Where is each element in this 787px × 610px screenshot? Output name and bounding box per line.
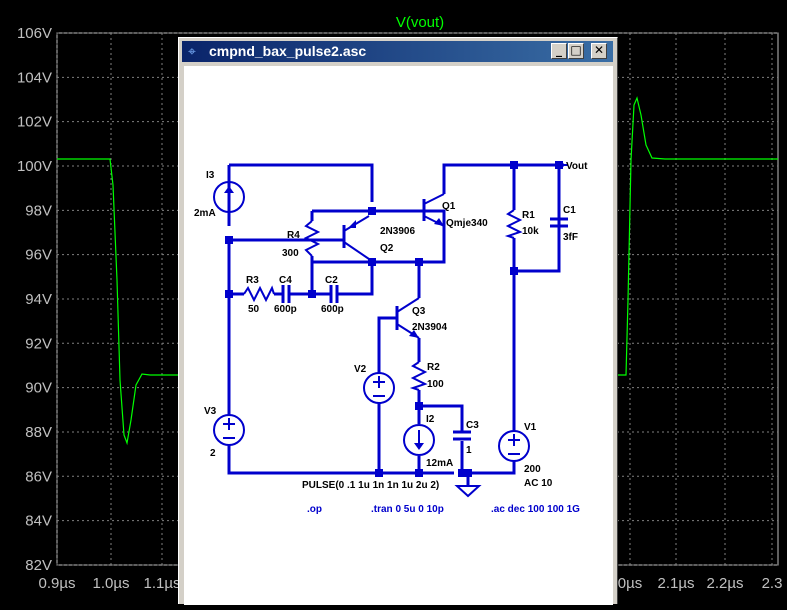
v1-name: V1 [524, 422, 537, 433]
c3-name: C3 [466, 420, 479, 431]
op-directive[interactable]: .op [307, 504, 322, 515]
r4-name: R4 [287, 230, 300, 241]
vout-net-flag[interactable]: Vout [555, 161, 588, 172]
tran-directive[interactable]: .tran 0 5u 0 10p [371, 504, 444, 515]
transistor-q2[interactable] [304, 215, 370, 260]
y-tick-label: 100V [17, 158, 52, 175]
i3-name: I3 [206, 170, 215, 181]
y-tick-label: 92V [25, 335, 52, 352]
r1-value: 10k [522, 226, 539, 237]
schematic-app-icon: ⌖ [188, 43, 196, 59]
vout-label: Vout [566, 161, 588, 172]
c2-name: C2 [325, 275, 338, 286]
v1-value: 200 [524, 464, 541, 475]
current-source-i2[interactable] [403, 424, 435, 456]
vout-trace-left [57, 158, 178, 446]
voltage-source-v2[interactable] [363, 372, 395, 404]
q3-model: 2N3904 [412, 322, 447, 333]
y-tick-label: 84V [25, 513, 52, 530]
y-tick-label: 82V [25, 557, 52, 574]
x-tick-label: 1.1µs [144, 575, 181, 592]
vout-trace-right [618, 96, 778, 376]
y-axis-ticks: 106V 104V 102V 100V 98V 96V 94V 92V 90V 88V 86V 84V… [17, 25, 52, 574]
v3-value: 2 [210, 448, 216, 459]
capacitor-c1[interactable] [550, 178, 568, 271]
resistor-r2[interactable] [409, 361, 428, 391]
x-tick-label: 0.9µs [39, 575, 76, 592]
plot-title: V(vout) [396, 14, 444, 31]
v2-name: V2 [354, 364, 367, 375]
r3-name: R3 [246, 275, 259, 286]
schematic-drawing[interactable]: I3 2mA R4 300 2N3906 Q2 [184, 66, 613, 605]
x-tick-label: 2.3 [762, 575, 783, 592]
y-tick-label: 96V [25, 247, 52, 264]
resistor-r3[interactable] [243, 285, 275, 303]
y-tick-label: 88V [25, 424, 52, 441]
x-tick-label: 2.2µs [707, 575, 744, 592]
r2-name: R2 [427, 362, 440, 373]
r2-value: 100 [427, 379, 444, 390]
r1-name: R1 [522, 210, 535, 221]
y-tick-label: 106V [17, 25, 52, 42]
schematic-canvas[interactable]: I3 2mA R4 300 2N3906 Q2 [184, 66, 613, 605]
c4-name: C4 [279, 275, 292, 286]
resistor-r1[interactable] [504, 209, 523, 239]
i3-value: 2mA [194, 208, 216, 219]
schematic-window[interactable]: ⌖ cmpnd_bax_pulse2.asc _ □ ✕ [178, 37, 618, 605]
v1-ac-value: AC 10 [524, 478, 553, 489]
r3-value: 50 [248, 304, 260, 315]
y-tick-label: 90V [25, 380, 52, 397]
voltage-source-v3[interactable] [213, 414, 245, 446]
q2-model: 2N3906 [380, 226, 415, 237]
y-tick-label: 86V [25, 468, 52, 485]
c1-value: 3fF [563, 232, 578, 243]
y-tick-label: 102V [17, 114, 52, 131]
x-tick-label: 1.0µs [93, 575, 130, 592]
transistor-q1[interactable] [372, 193, 445, 231]
window-title: cmpnd_bax_pulse2.asc [209, 43, 367, 59]
x-tick-label: 0µs [618, 575, 643, 592]
q1-name: Q1 [442, 201, 456, 212]
q1-model: Qmje340 [446, 218, 488, 229]
ground-symbol [454, 473, 482, 498]
capacitor-c2[interactable] [329, 285, 339, 303]
c1-name: C1 [563, 205, 576, 216]
transistor-q3[interactable] [395, 297, 420, 339]
maximize-button[interactable]: □ [568, 43, 584, 59]
ac-directive[interactable]: .ac dec 100 100 1G [491, 504, 580, 515]
i2-value: 12mA [426, 458, 453, 469]
q3-name: Q3 [412, 306, 426, 317]
x-grid [56, 33, 773, 565]
r4-value: 300 [282, 248, 299, 259]
c2-value: 600p [321, 304, 344, 315]
c3-value: 1 [466, 445, 472, 456]
y-tick-label: 104V [17, 69, 52, 86]
window-titlebar[interactable]: ⌖ cmpnd_bax_pulse2.asc _ □ ✕ [182, 41, 613, 62]
y-tick-label: 98V [25, 202, 52, 219]
capacitor-c4[interactable] [281, 285, 291, 303]
close-button[interactable]: ✕ [591, 43, 607, 59]
capacitor-c3[interactable] [453, 430, 471, 441]
voltage-source-v1[interactable] [498, 430, 530, 462]
current-source-i3[interactable] [213, 181, 245, 213]
v3-name: V3 [204, 406, 217, 417]
x-axis-ticks: 0.9µs 1.0µs 1.1µs 0µs 2.1µs 2.2µs 2.3 [39, 575, 783, 592]
c4-value: 600p [274, 304, 297, 315]
resistor-r4[interactable] [303, 220, 321, 257]
x-tick-label: 2.1µs [658, 575, 695, 592]
q2-name: Q2 [380, 243, 394, 254]
pulse-spec: PULSE(0 .1 1u 1n 1n 1u 2u 2) [302, 480, 439, 491]
y-tick-label: 94V [25, 291, 52, 308]
minimize-button[interactable]: _ [551, 43, 567, 59]
i2-name: I2 [426, 414, 435, 425]
